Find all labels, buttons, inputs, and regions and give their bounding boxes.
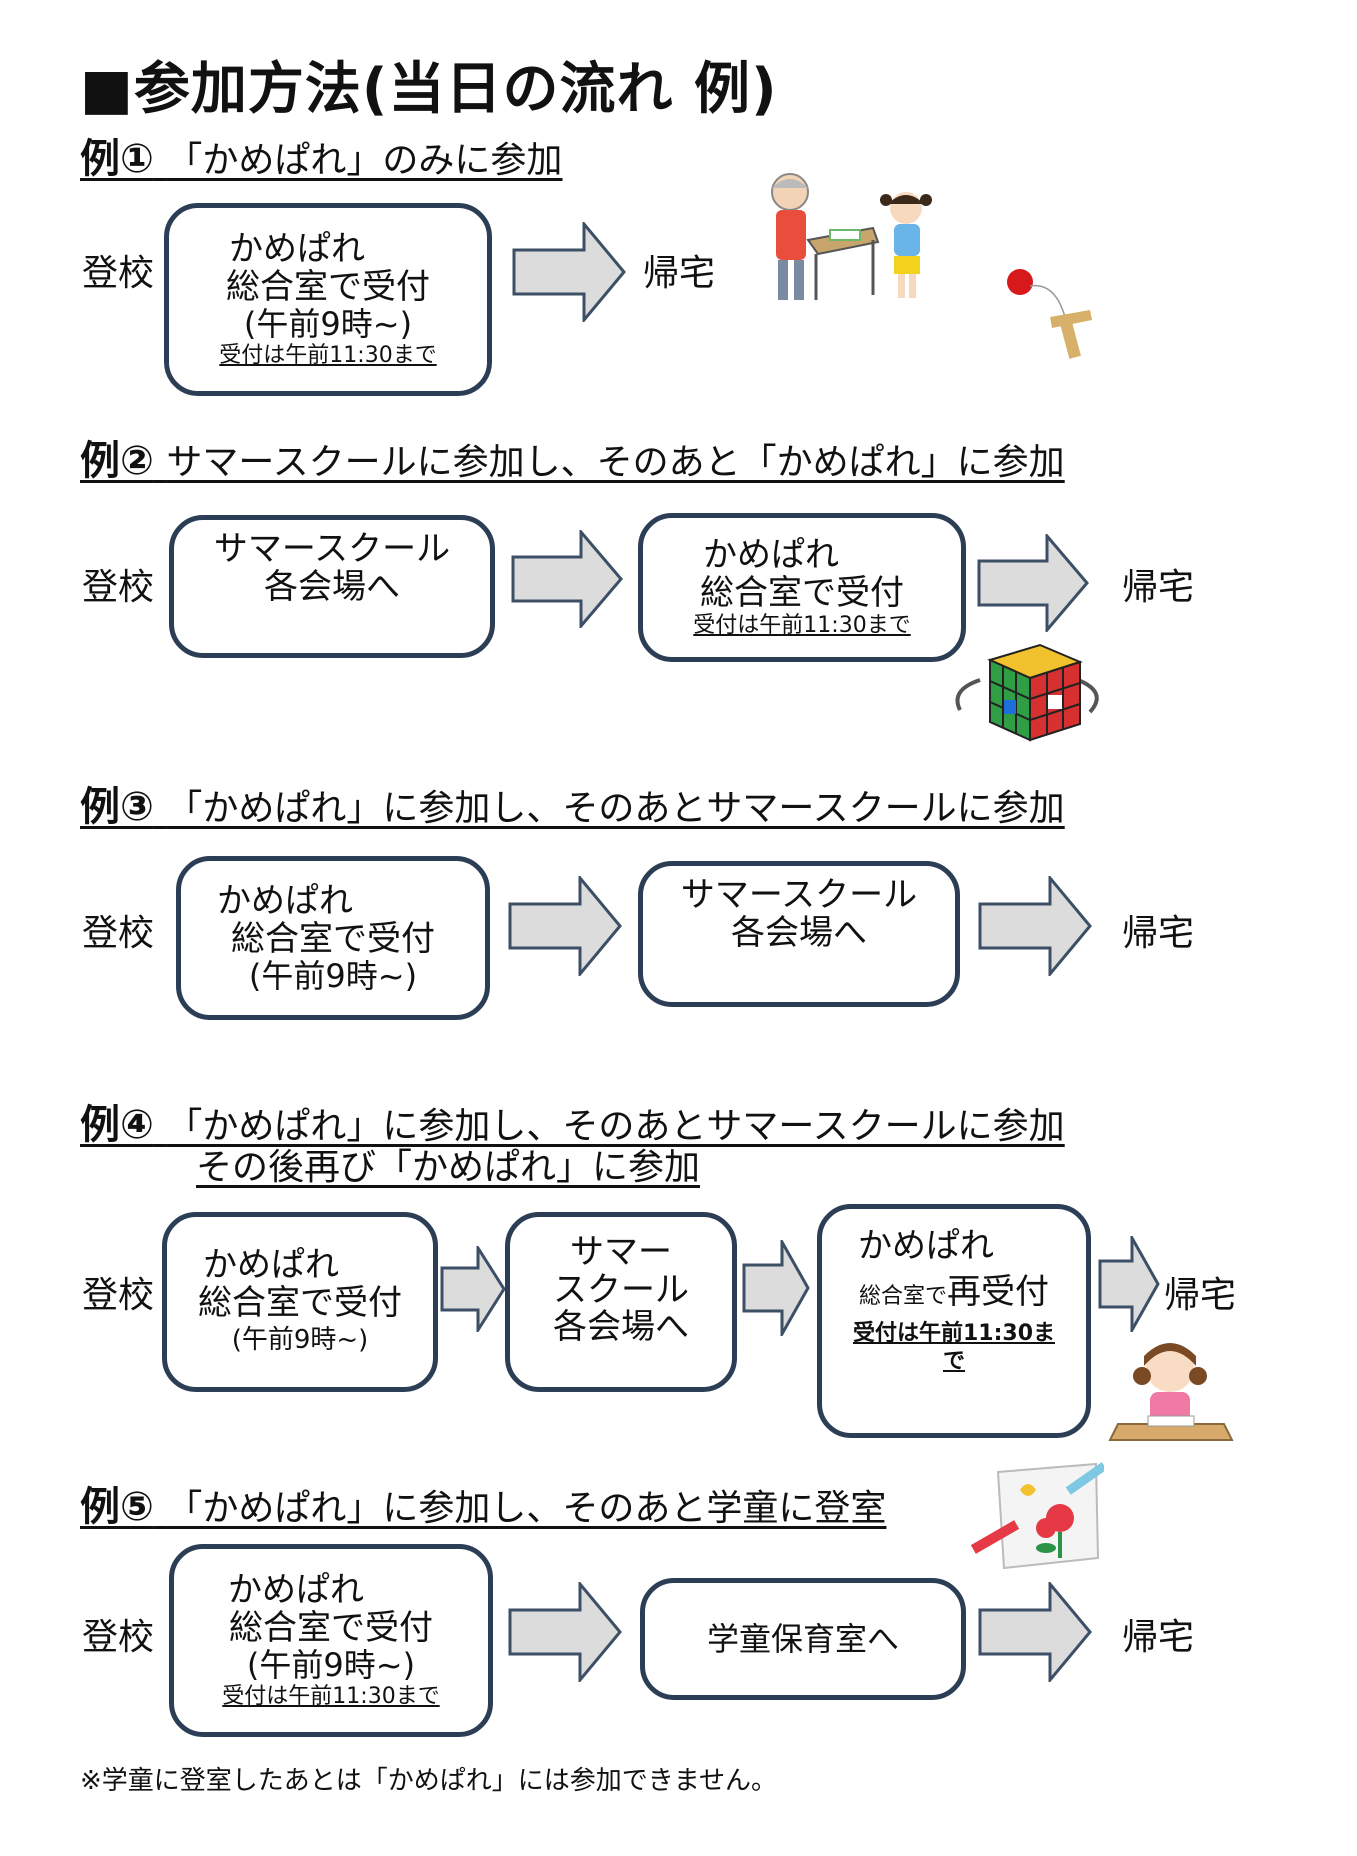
flow-arrow-icon — [511, 530, 623, 628]
flow-box-kamepare-reception: かめぱれ 総合室で受付 (午前9時~) 受付は午前11:30まで — [164, 203, 492, 396]
end-label: 帰宅 — [1122, 567, 1195, 608]
box-note: 受付は午前11:30ま — [852, 1321, 1056, 1346]
box-line: (午前9時~) — [246, 1645, 416, 1684]
teacher-and-child-illustration-icon — [771, 173, 932, 300]
box-line: サマースクール — [213, 529, 451, 569]
flow-arrow-icon — [978, 876, 1092, 976]
box-note: 受付は午前11:30まで — [693, 612, 911, 638]
flow-box-kamepare-reception: かめぱれ 総合室で受付 (午前9時~) — [176, 856, 490, 1020]
example-3-heading: 例③ 「かめぱれ」に参加し、そのあとサマースクールに参加 — [80, 774, 1065, 832]
girl-studying-illustration-icon — [1108, 1343, 1234, 1441]
end-label: 帰宅 — [1164, 1275, 1237, 1316]
flow-arrow-icon — [512, 222, 626, 322]
flow-box-kamepare-reception: かめぱれ 総合室で受付 (午前9時~) — [162, 1212, 438, 1392]
end-label: 帰宅 — [643, 253, 716, 294]
box-line: 総合室で受付 — [226, 266, 430, 307]
box-line: かめぱれ — [703, 534, 839, 575]
example-4-number: 例④ — [80, 1102, 154, 1148]
box-line: 総合室で受付 — [229, 1607, 433, 1648]
box-line: 各会場へ — [553, 1307, 689, 1347]
puzzle-cube-icon — [955, 643, 1099, 742]
box-line: 総合室で再受付 — [859, 1273, 1049, 1316]
box-line: (午前9時~) — [248, 957, 418, 995]
box-line: 学童保育室へ — [706, 1620, 899, 1658]
flow-arrow-icon — [742, 1240, 810, 1336]
start-label: 登校 — [82, 913, 155, 954]
box-line: かめぱれ — [203, 1245, 339, 1285]
example-1-number: 例① — [80, 136, 154, 182]
box-line: (午前9時~) — [231, 1325, 369, 1355]
start-label: 登校 — [82, 1617, 155, 1658]
flow-box-kamepare-re-reception: かめぱれ 総合室で再受付 受付は午前11:30ま で — [817, 1204, 1091, 1438]
box-line: スクール — [553, 1270, 689, 1310]
start-label: 登校 — [82, 253, 155, 294]
flow-arrow-icon — [508, 876, 622, 976]
example-1-heading: 例① 「かめぱれ」のみに参加 — [80, 126, 562, 184]
start-label: 登校 — [82, 567, 155, 608]
box-line: かめぱれ — [228, 1569, 364, 1610]
example-4-title: 「かめぱれ」に参加し、そのあとサマースクールに参加 — [166, 1106, 1065, 1147]
example-2-number: 例② — [80, 438, 154, 484]
box-line: かめぱれ — [858, 1226, 994, 1266]
box-note: 受付は午前11:30まで — [222, 1683, 440, 1709]
box-line: 総合室で受付 — [700, 572, 904, 613]
box-line: かめぱれ — [229, 228, 365, 269]
box-line: (午前9時~) — [243, 304, 413, 343]
example-4-heading: 例④ 「かめぱれ」に参加し、そのあとサマースクールに参加 — [80, 1092, 1065, 1150]
box-note: 受付は午前11:30まで — [219, 342, 437, 368]
box-line: かめぱれ — [217, 881, 353, 921]
box-line: サマースクール — [680, 875, 918, 915]
example-2-title: サマースクールに参加し、そのあと「かめぱれ」に参加 — [166, 442, 1065, 483]
box-note: で — [942, 1349, 965, 1374]
end-label: 帰宅 — [1122, 913, 1195, 954]
box-line: 総合室で受付 — [198, 1283, 402, 1323]
flow-box-summer-school: サマー スクール 各会場へ — [505, 1212, 737, 1392]
kendama-icon — [1007, 269, 1092, 359]
box-line: 各会場へ — [731, 913, 867, 953]
example-1-title: 「かめぱれ」のみに参加 — [166, 140, 563, 181]
flow-box-kamepare-reception: かめぱれ 総合室で受付 (午前9時~) 受付は午前11:30まで — [169, 1544, 493, 1737]
flow-arrow-icon — [508, 1582, 622, 1682]
crayon-drawing-illustration-icon — [970, 1462, 1104, 1570]
flow-box-summer-school: サマースクール 各会場へ — [638, 861, 960, 1007]
flow-box-kamepare-reception: かめぱれ 総合室で受付 受付は午前11:30まで — [638, 513, 966, 662]
example-3-number: 例③ — [80, 784, 154, 830]
footnote: ※学童に登室したあとは「かめぱれ」には参加できません。 — [80, 1766, 778, 1796]
example-5-heading: 例⑤ 「かめぱれ」に参加し、そのあと学童に登室 — [80, 1474, 886, 1532]
example-2-heading: 例② サマースクールに参加し、そのあと「かめぱれ」に参加 — [80, 428, 1065, 486]
flow-arrow-icon — [977, 534, 1089, 632]
flow-arrow-icon — [1098, 1236, 1160, 1332]
example-5-number: 例⑤ — [80, 1484, 154, 1530]
flow-box-summer-school: サマースクール 各会場へ — [169, 515, 495, 658]
example-5-title: 「かめぱれ」に参加し、そのあと学童に登室 — [166, 1488, 887, 1529]
example-4-heading-line-2: その後再び「かめぱれ」に参加 — [196, 1138, 700, 1190]
end-label: 帰宅 — [1122, 1617, 1195, 1658]
page-title: ■参加方法(当日の流れ 例) — [80, 57, 778, 122]
flow-arrow-icon — [440, 1246, 506, 1332]
box-line: 各会場へ — [264, 567, 400, 607]
box-line: サマー — [570, 1232, 672, 1272]
flow-arrow-icon — [978, 1582, 1092, 1682]
example-4-title-2: その後再び「かめぱれ」に参加 — [196, 1147, 701, 1188]
box-line-small: 総合室で — [858, 1284, 947, 1309]
start-label: 登校 — [82, 1275, 155, 1316]
example-3-title: 「かめぱれ」に参加し、そのあとサマースクールに参加 — [166, 788, 1065, 829]
box-line: 総合室で受付 — [231, 919, 435, 959]
box-line-large: 再受付 — [947, 1272, 1049, 1312]
flow-box-after-school-care: 学童保育室へ — [640, 1578, 966, 1700]
